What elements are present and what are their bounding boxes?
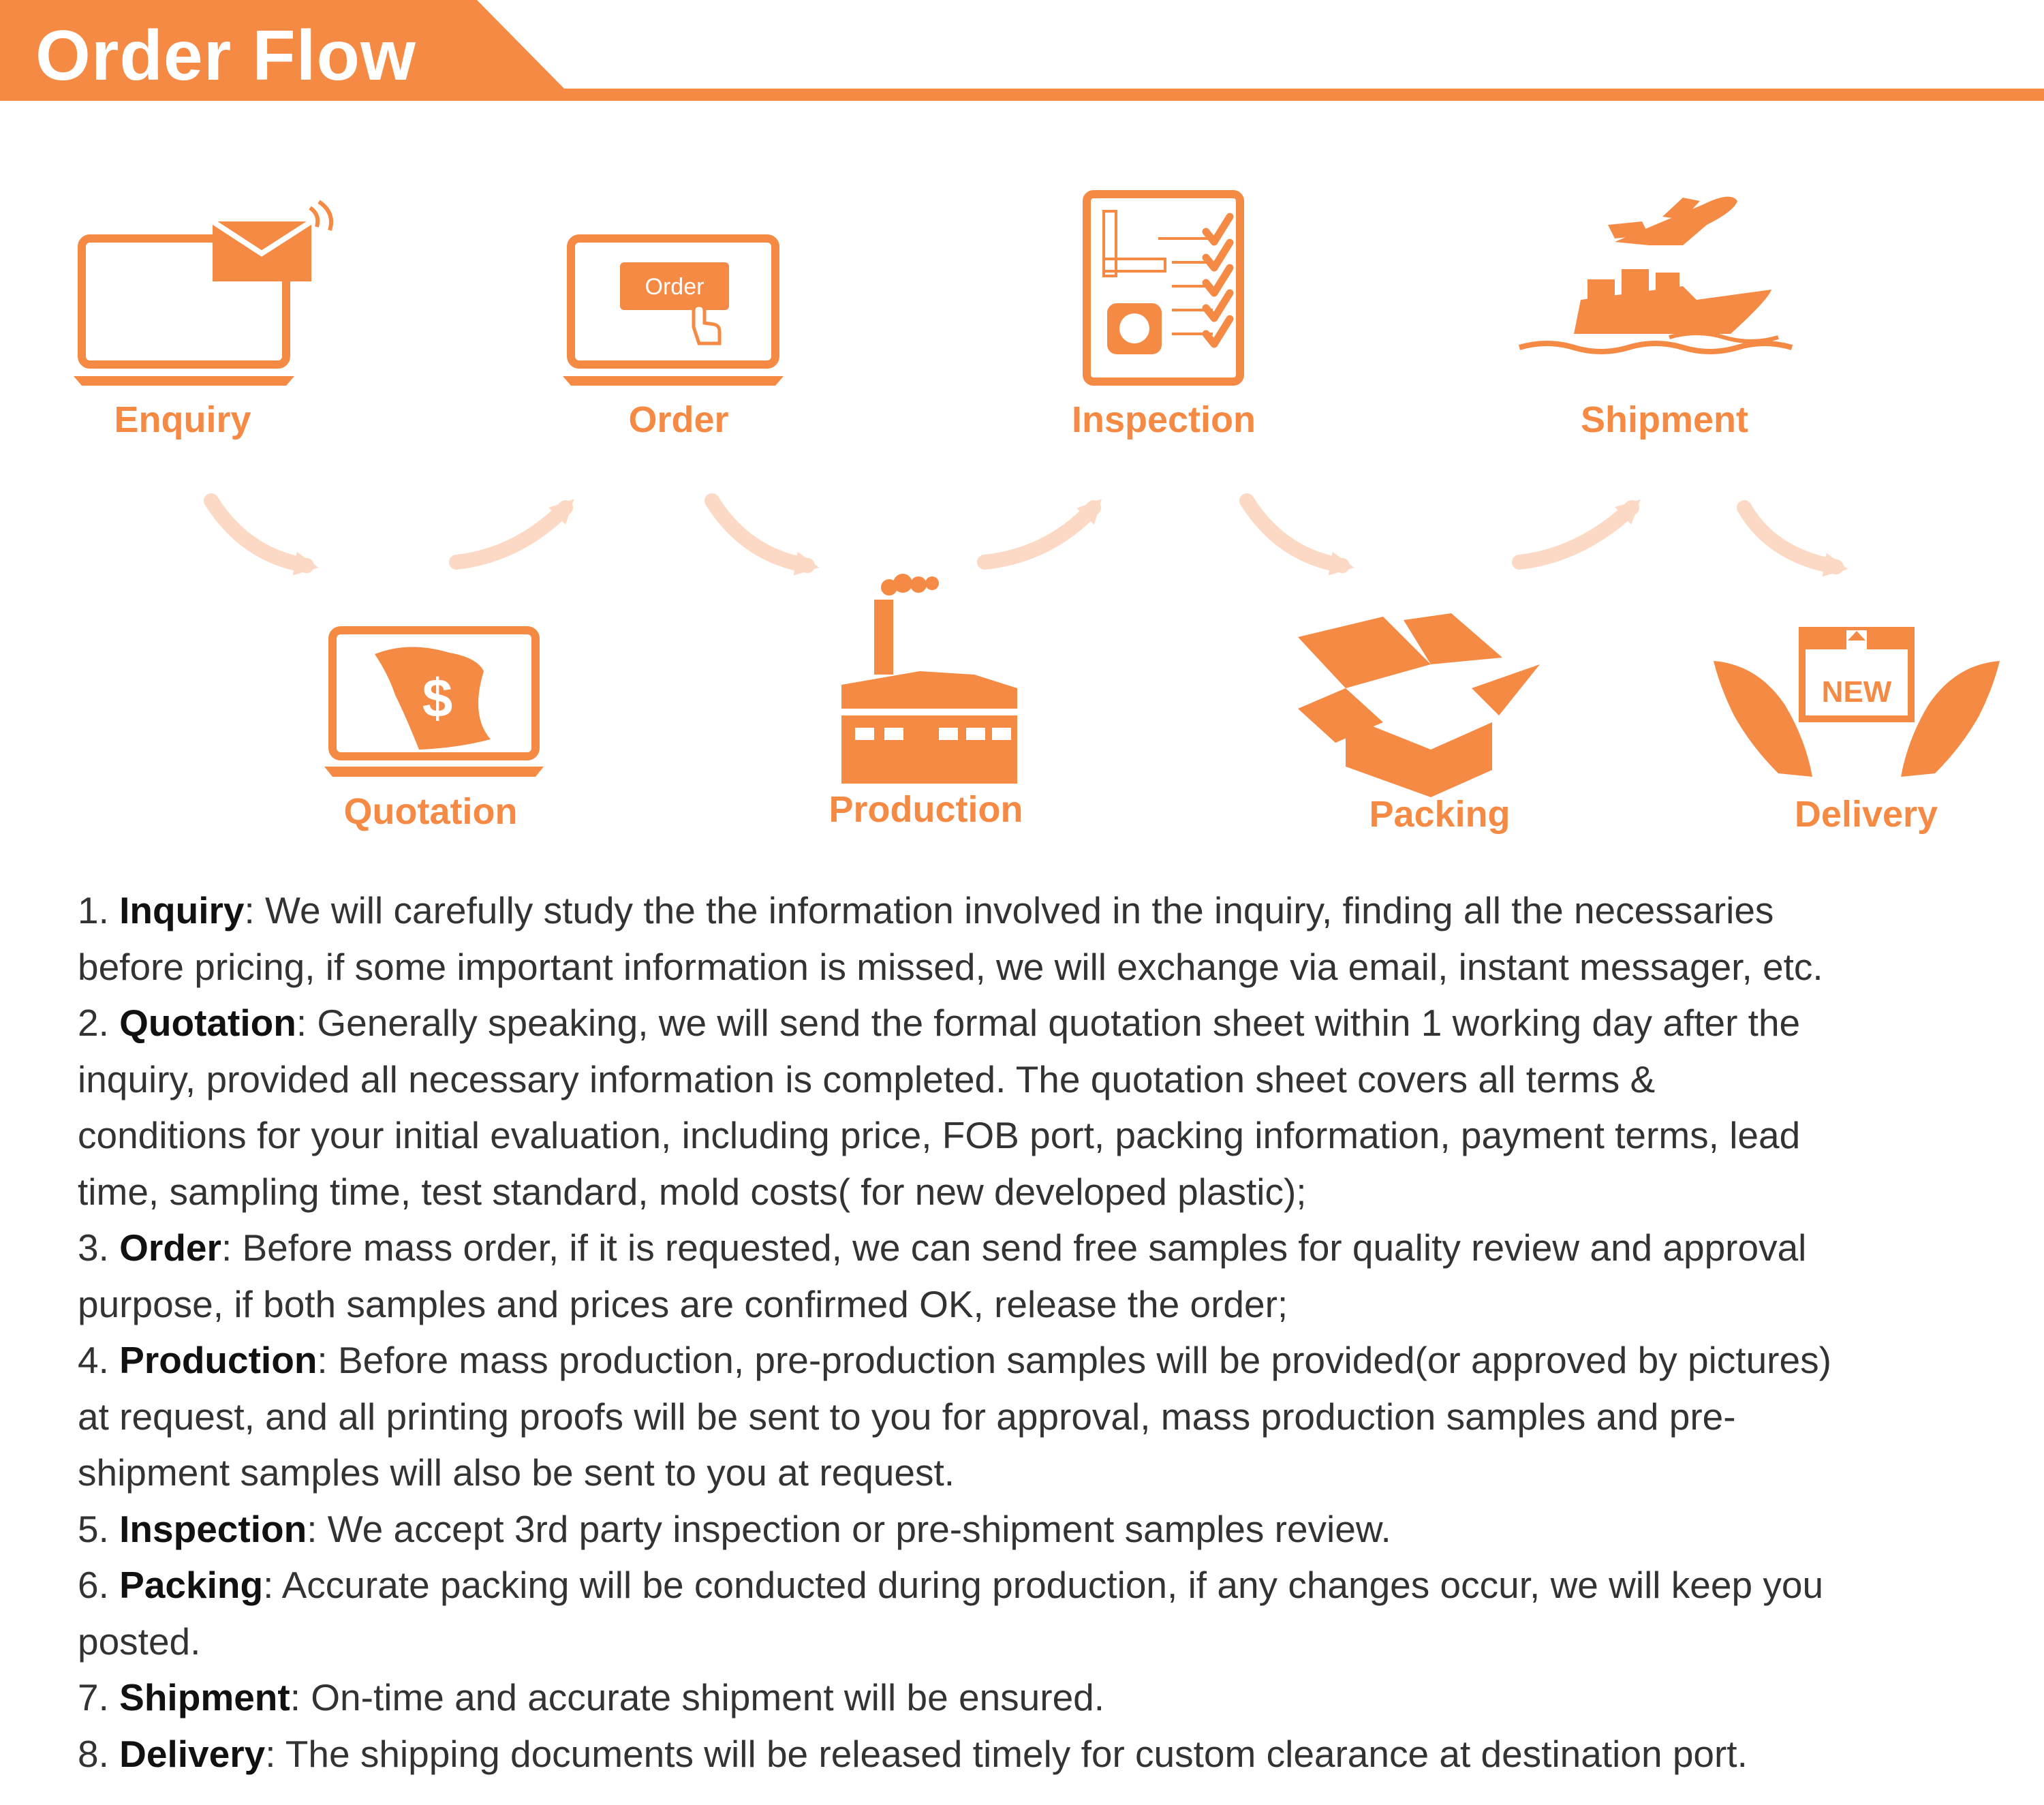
step-label-inspection: Inspection bbox=[1071, 399, 1256, 440]
desc-production-line-2: at request, and all printing proofs will… bbox=[78, 1395, 1736, 1438]
new-badge-text: NEW bbox=[1822, 675, 1892, 709]
header-shape bbox=[0, 0, 2044, 101]
laptop-order-button-icon bbox=[563, 234, 784, 386]
hands-new-box-icon: NEW bbox=[1714, 627, 2000, 777]
desc-delivery-line-1: 8. Delivery: The shipping documents will… bbox=[78, 1732, 1748, 1775]
order-button-text: Order bbox=[645, 274, 704, 300]
arrow-order-production bbox=[704, 493, 820, 576]
flow-arrows bbox=[204, 493, 1848, 577]
desc-quotation-line-4: time, sampling time, test standard, mold… bbox=[78, 1170, 1307, 1213]
desc-inspection-line-1: 5. Inspection: We accept 3rd party inspe… bbox=[78, 1507, 1391, 1550]
order-flow-diagram: $ bbox=[0, 102, 2044, 859]
laptop-email-icon bbox=[74, 200, 333, 386]
desc-inquiry-line-2: before pricing, if some important inform… bbox=[78, 945, 1823, 988]
desc-quotation-line-2: inquiry, provided all necessary informat… bbox=[78, 1058, 1656, 1100]
svg-text:$: $ bbox=[422, 668, 453, 728]
desc-packing-line-1: 6. Packing: Accurate packing will be con… bbox=[78, 1564, 1824, 1606]
arrow-quotation-order bbox=[449, 499, 574, 570]
desc-production-line-1: 4. Production: Before mass production, p… bbox=[78, 1339, 1831, 1381]
arrow-production-inspection bbox=[977, 499, 1102, 570]
desc-shipment-line-1: 7. Shipment: On-time and accurate shipme… bbox=[78, 1676, 1105, 1718]
desc-quotation-line-1: 2. Quotation: Generally speaking, we wil… bbox=[78, 1002, 1801, 1044]
step-label-packing: Packing bbox=[1369, 794, 1511, 835]
page-title: Order Flow bbox=[35, 16, 416, 95]
step-label-enquiry: Enquiry bbox=[114, 399, 251, 440]
open-box-icon bbox=[1298, 613, 1540, 797]
desc-production-line-3: shipment samples will also be sent to yo… bbox=[78, 1451, 955, 1494]
step-label-quotation: Quotation bbox=[343, 791, 518, 832]
ship-plane-icon bbox=[1518, 196, 1793, 354]
arrow-inspection-packing bbox=[1239, 493, 1354, 576]
diagram-canvas: $ bbox=[74, 190, 2000, 797]
step-label-order: Order bbox=[628, 399, 729, 440]
header-banner: Order Flow bbox=[0, 0, 2044, 102]
factory-icon bbox=[841, 574, 1017, 784]
desc-order-line-1: 3. Order: Before mass order, if it is re… bbox=[78, 1227, 1807, 1269]
step-label-shipment: Shipment bbox=[1580, 399, 1748, 440]
desc-order-line-2: purpose, if both samples and prices are … bbox=[78, 1282, 1288, 1325]
arrow-enquiry-quotation bbox=[204, 493, 319, 576]
desc-quotation-line-3: conditions for your initial evaluation, … bbox=[78, 1114, 1801, 1156]
desc-inquiry-line-1: 1. Inquiry: We will carefully study the … bbox=[78, 889, 1774, 931]
arrow-shipment-delivery bbox=[1737, 500, 1848, 577]
desc-packing-line-2: posted. bbox=[78, 1620, 201, 1663]
step-label-delivery: Delivery bbox=[1794, 794, 1938, 835]
arrow-packing-shipment bbox=[1512, 499, 1641, 570]
step-descriptions: 1. Inquiry: We will carefully study the … bbox=[78, 882, 1985, 1782]
laptop-dollar-icon: $ bbox=[324, 626, 544, 777]
step-label-production: Production bbox=[829, 789, 1023, 830]
inspection-checklist-icon bbox=[1083, 190, 1244, 386]
